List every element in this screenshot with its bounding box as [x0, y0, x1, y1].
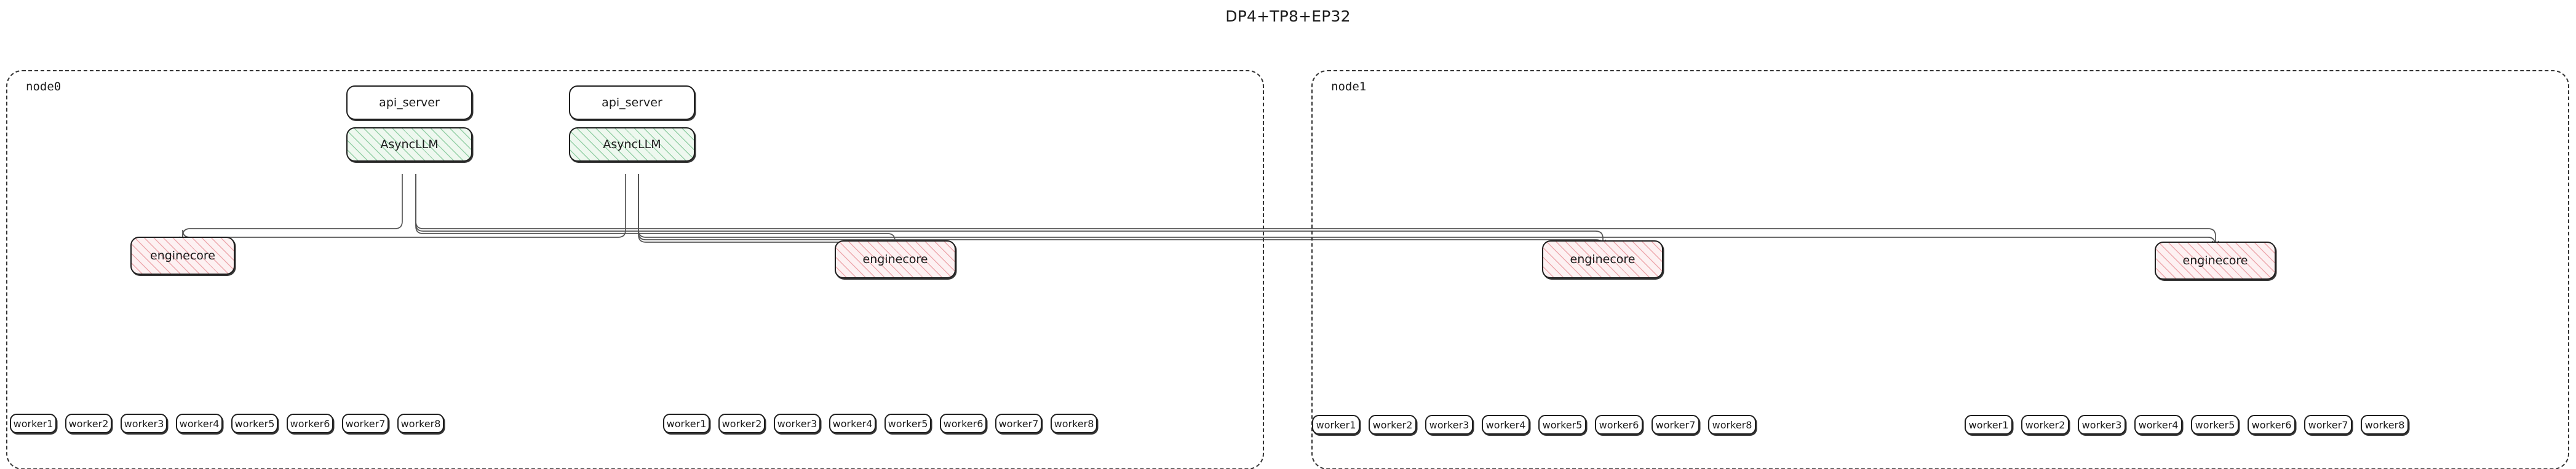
enginecore-box-2[interactable]: enginecore: [1542, 240, 1663, 278]
worker-box[interactable]: worker6: [940, 414, 987, 433]
cluster-node1: node1: [1311, 70, 2569, 469]
worker-box[interactable]: worker3: [1425, 415, 1473, 435]
enginecore-box-0[interactable]: enginecore: [130, 237, 235, 275]
worker-box[interactable]: worker2: [65, 414, 112, 433]
async-llm-box-1[interactable]: AsyncLLM: [569, 127, 695, 162]
worker-box[interactable]: worker2: [1369, 415, 1417, 435]
worker-box[interactable]: worker1: [1965, 415, 2013, 435]
worker-box[interactable]: worker5: [1538, 415, 1586, 435]
worker-box[interactable]: worker7: [1652, 415, 1699, 435]
worker-box[interactable]: worker4: [2134, 415, 2182, 435]
worker-box[interactable]: worker5: [2191, 415, 2239, 435]
cluster-label-node1: node1: [1331, 80, 1367, 93]
enginecore-box-1[interactable]: enginecore: [835, 240, 956, 278]
worker-box[interactable]: worker7: [2304, 415, 2352, 435]
worker-box[interactable]: worker8: [2361, 415, 2409, 435]
worker-box[interactable]: worker3: [2078, 415, 2126, 435]
worker-box[interactable]: worker7: [342, 414, 389, 433]
worker-box[interactable]: worker4: [176, 414, 223, 433]
worker-box[interactable]: worker3: [774, 414, 821, 433]
worker-box[interactable]: worker8: [1051, 414, 1097, 433]
worker-box[interactable]: worker1: [10, 414, 57, 433]
worker-box[interactable]: worker1: [1312, 415, 1360, 435]
api-server-box-0[interactable]: api_server: [346, 85, 472, 120]
worker-box[interactable]: worker2: [2021, 415, 2069, 435]
enginecore-box-3[interactable]: enginecore: [2155, 242, 2276, 280]
async-llm-box-0[interactable]: AsyncLLM: [346, 127, 472, 162]
worker-box[interactable]: worker5: [885, 414, 931, 433]
worker-box[interactable]: worker6: [287, 414, 333, 433]
worker-group-1: worker1 worker2 worker3 worker4 worker5 worke…: [663, 414, 1097, 433]
worker-box[interactable]: worker5: [231, 414, 278, 433]
worker-box[interactable]: worker3: [121, 414, 167, 433]
worker-box[interactable]: worker7: [995, 414, 1042, 433]
worker-box[interactable]: worker4: [1482, 415, 1530, 435]
api-server-box-1[interactable]: api_server: [569, 85, 695, 120]
worker-group-0: worker1 worker2 worker3 worker4 worker5 worke…: [10, 414, 444, 433]
worker-box[interactable]: worker2: [718, 414, 765, 433]
worker-box[interactable]: worker1: [663, 414, 710, 433]
worker-group-3: worker1 worker2 worker3 worker4 worker5 worke…: [1965, 415, 2409, 435]
worker-box[interactable]: worker4: [829, 414, 876, 433]
worker-box[interactable]: worker8: [397, 414, 444, 433]
page-title: DP4+TP8+EP32: [1225, 7, 1351, 25]
cluster-label-node0: node0: [26, 80, 62, 93]
worker-group-2: worker1 worker2 worker3 worker4 worker5 worke…: [1312, 415, 1756, 435]
worker-box[interactable]: worker6: [1595, 415, 1643, 435]
worker-box[interactable]: worker8: [1708, 415, 1756, 435]
worker-box[interactable]: worker6: [2248, 415, 2296, 435]
